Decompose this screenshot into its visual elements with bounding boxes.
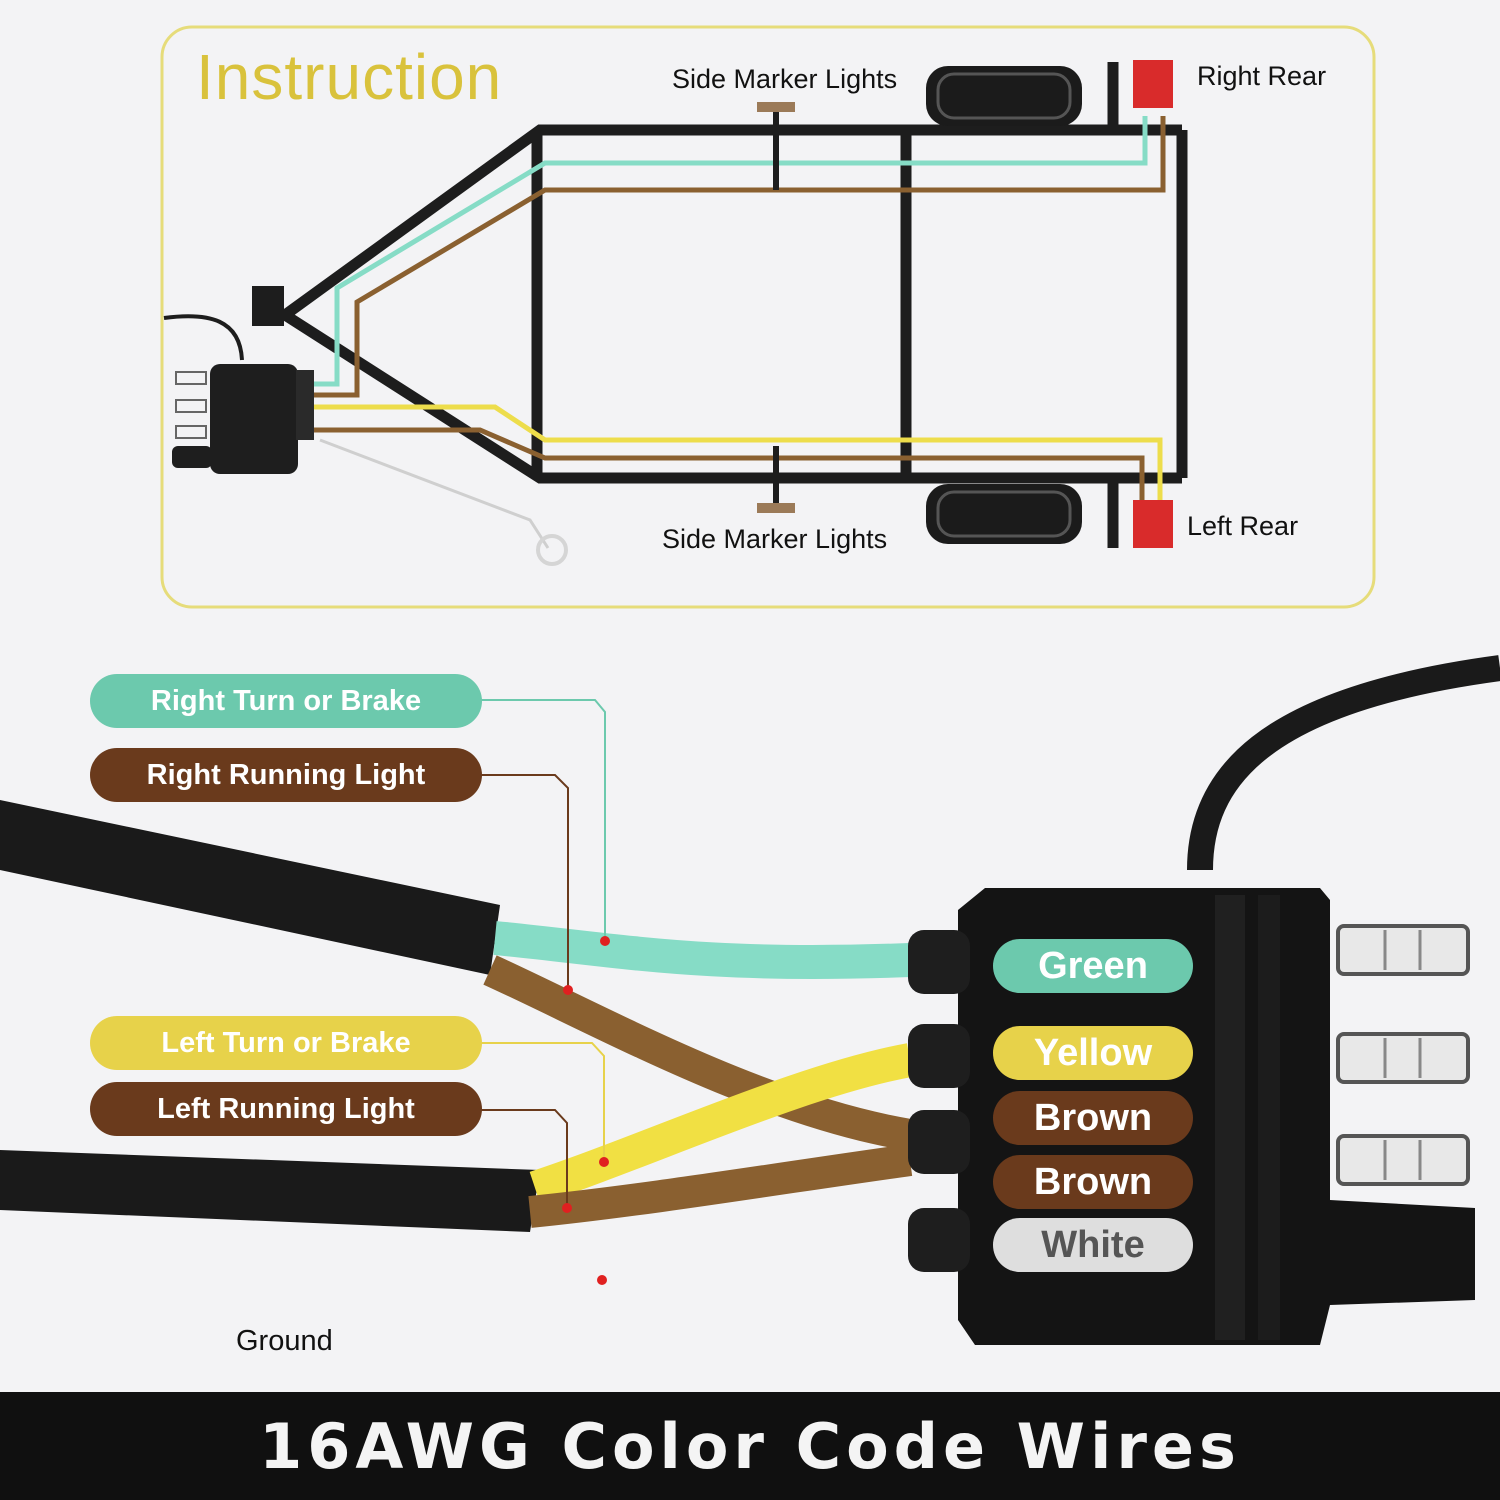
left-rear-label: Left Rear: [1187, 511, 1299, 541]
loose-cable: [163, 314, 244, 361]
green-pill: Green: [993, 939, 1193, 993]
instruction-wires: [312, 116, 1166, 500]
marker-dot: [599, 1157, 609, 1167]
right-rear-label: Right Rear: [1197, 61, 1327, 91]
left-rear-light: [1133, 500, 1173, 548]
yellow-wire: [529, 1043, 914, 1205]
white-pill: White: [993, 1218, 1193, 1272]
brown-pill-2: Brown: [993, 1155, 1193, 1209]
lower-cable-jacket: [0, 1150, 540, 1232]
brown-wire-lower: [528, 1144, 913, 1228]
footer-title: 16AWG Color Code Wires: [259, 1410, 1241, 1483]
left-turn-brake-label: Left Turn or Brake: [90, 1016, 482, 1070]
tire-top: [926, 66, 1082, 126]
connector-lead-cable: [1187, 655, 1500, 871]
upper-cable-jacket: [0, 800, 500, 975]
tire-bottom: [926, 484, 1082, 544]
mini-connector: [172, 364, 314, 474]
ground-label: Ground: [236, 1325, 333, 1357]
instruction-panel: [160, 25, 1376, 609]
side-marker-lights-top-label: Side Marker Lights: [672, 64, 898, 94]
right-running-light-label: Right Running Light: [90, 748, 482, 802]
side-marker-top: [757, 102, 795, 190]
ground-ring: [536, 534, 568, 566]
side-marker-bottom: [757, 446, 795, 513]
green-wire: [493, 921, 911, 979]
brown-wire-upper: [483, 955, 913, 1151]
marker-dot: [562, 1203, 572, 1213]
left-running-light-label: Left Running Light: [90, 1082, 482, 1136]
marker-dot: [597, 1275, 607, 1285]
instruction-title: Instruction: [196, 41, 503, 113]
yellow-pill: Yellow: [993, 1026, 1193, 1080]
leader-right-running: [480, 774, 569, 990]
trailer-frame: [275, 62, 1188, 548]
hitch-coupler: [252, 286, 284, 326]
right-rear-light: [1133, 60, 1173, 108]
leader-right-turn: [480, 699, 606, 940]
leader-left-turn: [480, 1042, 605, 1162]
brown-pill-1: Brown: [993, 1091, 1193, 1145]
marker-dot: [563, 985, 573, 995]
marker-dot: [600, 936, 610, 946]
right-turn-brake-label: Right Turn or Brake: [90, 674, 482, 728]
footer-bar: [0, 1392, 1500, 1500]
leader-left-running: [480, 1109, 568, 1208]
side-marker-lights-bottom-label: Side Marker Lights: [662, 524, 888, 554]
